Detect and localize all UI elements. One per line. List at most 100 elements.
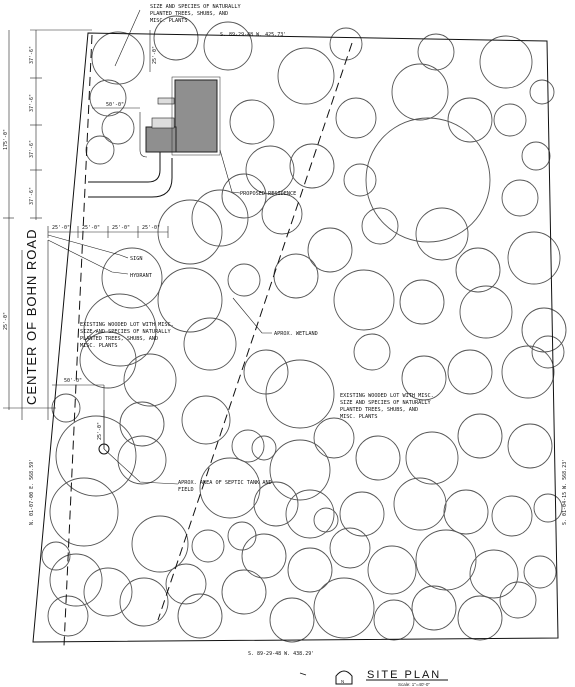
tree-canopy — [459, 285, 513, 339]
tree-canopy — [203, 21, 253, 71]
tree-canopy — [457, 595, 503, 641]
tree-canopy — [55, 415, 137, 497]
note-wooded-right: EXISTING WOODED LOT WITH MISC. SIZE AND … — [340, 393, 437, 420]
tree-canopy — [285, 489, 335, 539]
tree-canopy — [415, 207, 469, 261]
tree-canopy — [251, 435, 277, 461]
property-boundary — [32, 32, 559, 643]
road-label: CENTER OF BOHN ROAD — [24, 229, 39, 405]
tree-canopy — [47, 595, 89, 637]
note-septic: APROX. AREA OF SEPTIC TANK AND FIELD — [178, 480, 275, 493]
tree-canopy — [227, 263, 261, 297]
tree-canopy — [499, 581, 537, 619]
tree-canopy — [367, 545, 417, 595]
tree-canopy — [177, 593, 223, 639]
tree-canopy — [355, 435, 401, 481]
note-hydrant: HYDRANT — [130, 273, 152, 279]
tree-canopy — [523, 555, 557, 589]
tree-canopy — [447, 97, 493, 143]
tree-canopy — [411, 585, 457, 631]
note-sign: SIGN — [130, 256, 143, 262]
tree-canopy — [221, 569, 267, 615]
dim-septic-short: 25'-0" — [97, 422, 103, 440]
note-wooded-left: EXISTING WOODED LOT WITH MISC. SIZE AND … — [80, 322, 177, 349]
tree-canopy — [83, 293, 157, 367]
tree-canopy — [329, 27, 363, 61]
tree-canopy — [269, 439, 331, 501]
bearing-left: N. 01-07-00 E. 568.59' — [29, 459, 35, 525]
tree-canopy — [399, 279, 445, 325]
tree-canopy — [49, 477, 119, 547]
tick-mark — [299, 672, 307, 676]
tree-canopy — [119, 577, 169, 627]
tree-canopy — [229, 99, 275, 145]
dim-vertical-3: 37'-6" — [29, 140, 35, 158]
dim-overall-left: 175'-0" — [3, 129, 9, 150]
tree-canopy — [153, 15, 199, 61]
tree-canopy — [343, 163, 377, 197]
tree-canopy — [479, 35, 533, 89]
note-wetland: APROX. WETLAND — [274, 331, 318, 337]
tree-canopy — [455, 247, 501, 293]
tree-canopy — [49, 553, 103, 607]
tree-canopy — [353, 333, 391, 371]
tree-canopy — [401, 355, 447, 401]
tree-canopy — [269, 597, 315, 643]
tree-canopy — [507, 231, 561, 285]
tree-canopy — [273, 253, 319, 299]
tree-canopy — [365, 117, 491, 243]
tree-canopy-group — [41, 15, 567, 643]
tree-canopy — [313, 577, 375, 639]
tree-canopy — [493, 103, 527, 137]
tree-canopy — [329, 527, 371, 569]
tree-canopy — [457, 413, 503, 459]
tree-canopy — [287, 547, 333, 593]
residence-leader — [219, 149, 241, 194]
tree-canopy — [491, 495, 533, 537]
dim-horizontal-1: 25'-0" — [52, 225, 70, 231]
tree-canopy — [373, 599, 415, 641]
top-note-leader — [114, 9, 141, 67]
dim-septic-offset: 50'-0" — [64, 378, 82, 384]
bearing-top: S. 89-29-48 W. 425.73' — [220, 32, 286, 38]
dim-vertical-1: 37'-6" — [29, 46, 35, 64]
tree-canopy — [83, 567, 133, 617]
tree-canopy — [333, 269, 395, 331]
left-note-leader — [84, 329, 97, 341]
tree-canopy — [501, 179, 539, 217]
tree-canopy — [469, 549, 519, 599]
tree-canopy — [101, 111, 135, 145]
tree-canopy — [501, 345, 555, 399]
note-wooded-top: SIZE AND SPECIES OF NATURALLY PLANTED TR… — [150, 4, 244, 24]
sign-leader — [47, 234, 129, 259]
tree-canopy — [165, 563, 207, 605]
tree-canopy — [79, 331, 137, 389]
dim-vertical-2: 37'-6" — [29, 94, 35, 112]
tree-canopy — [289, 143, 335, 189]
tree-canopy — [119, 401, 165, 447]
wetland-line — [157, 42, 353, 621]
tree-canopy — [41, 541, 71, 571]
tree-canopy — [183, 317, 237, 371]
dim-road-offset: 25'-0" — [3, 312, 9, 330]
tree-canopy — [417, 33, 455, 71]
tree-canopy — [243, 349, 289, 395]
tree-canopy — [245, 145, 295, 195]
driveway — [88, 151, 175, 183]
wetland-leader — [232, 297, 272, 334]
tree-canopy — [117, 435, 167, 485]
tree-canopy — [313, 507, 339, 533]
tree-canopy — [231, 429, 265, 463]
tree-canopy — [415, 529, 477, 591]
tree-canopy — [191, 529, 225, 563]
note-proposed-residence: PROPOSED RESIDENCE — [240, 191, 296, 197]
tree-canopy — [531, 335, 565, 369]
tree-canopy — [253, 481, 299, 527]
tree-canopy — [447, 349, 493, 395]
hydrant-leader — [47, 239, 129, 275]
tree-canopy — [339, 491, 385, 537]
tree-canopy — [521, 141, 551, 171]
tree-canopy — [393, 477, 447, 531]
tree-canopy — [533, 493, 563, 523]
tree-canopy — [199, 457, 261, 519]
